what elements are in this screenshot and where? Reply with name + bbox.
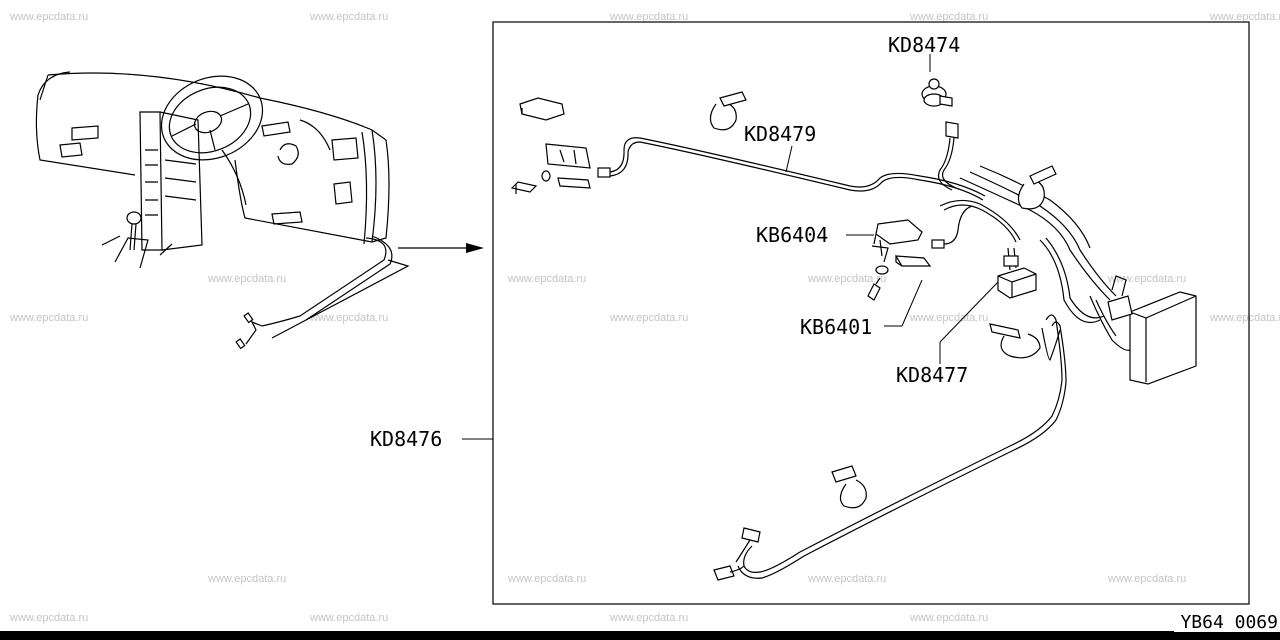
callout-kb6401: KB6401 xyxy=(800,315,872,339)
watermark: www.epcdata.ru xyxy=(207,273,286,285)
watermark: www.epcdata.ru xyxy=(909,312,988,324)
callout-kd8476: KD8476 xyxy=(370,427,442,451)
watermark: www.epcdata.ru xyxy=(609,312,688,324)
watermark: www.epcdata.ru xyxy=(807,573,886,585)
pointer-arrow xyxy=(398,243,484,253)
drawing-code: YB64 0069 xyxy=(1174,614,1280,632)
watermark: www.epcdata.ru xyxy=(909,11,988,23)
detail-frame xyxy=(492,21,1250,605)
watermark: www.epcdata.ru xyxy=(1107,573,1186,585)
watermark: www.epcdata.ru xyxy=(309,612,388,624)
dashboard-overview xyxy=(35,71,410,350)
callout-kd8477: KD8477 xyxy=(896,363,968,387)
callout-kd8479: KD8479 xyxy=(744,122,816,146)
callout-labels: KD8474 KD8479 KB6404 KB6401 KD8477 KD847… xyxy=(370,33,968,451)
watermark: www.epcdata.ru xyxy=(309,11,388,23)
watermark: www.epcdata.ru xyxy=(207,573,286,585)
watermark: www.epcdata.ru xyxy=(9,11,88,23)
watermark-layer: www.epcdata.ru www.epcdata.ru www.epcdat… xyxy=(9,11,1280,624)
watermark: www.epcdata.ru xyxy=(1209,312,1280,324)
watermark: www.epcdata.ru xyxy=(909,612,988,624)
bottom-bar xyxy=(0,631,1280,640)
watermark: www.epcdata.ru xyxy=(609,612,688,624)
watermark: www.epcdata.ru xyxy=(9,612,88,624)
callout-kd8474: KD8474 xyxy=(888,33,960,57)
callout-kb6404: KB6404 xyxy=(756,223,828,247)
watermark: www.epcdata.ru xyxy=(1107,273,1186,285)
watermark: www.epcdata.ru xyxy=(507,573,586,585)
harness-detail xyxy=(510,78,1197,581)
watermark: www.epcdata.ru xyxy=(609,11,688,23)
watermark: www.epcdata.ru xyxy=(507,273,586,285)
watermark: www.epcdata.ru xyxy=(807,273,886,285)
watermark: www.epcdata.ru xyxy=(9,312,88,324)
watermark: www.epcdata.ru xyxy=(1209,11,1280,23)
leader-lines xyxy=(462,54,999,440)
watermark: www.epcdata.ru xyxy=(309,312,388,324)
